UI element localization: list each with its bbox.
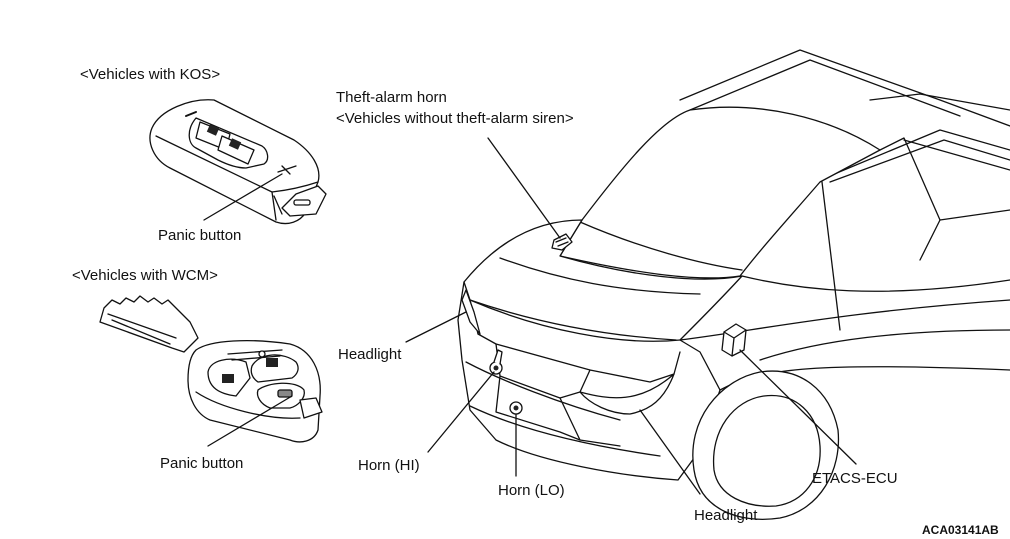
- leader-theft-horn: [487, 137, 561, 239]
- headlight-right-label: Headlight: [694, 507, 758, 524]
- headlight-left-label: Headlight: [338, 346, 402, 363]
- leader-headlight-right: [639, 409, 701, 495]
- leader-headlight-left: [405, 311, 467, 343]
- wcm-section-title: <Vehicles with WCM>: [72, 267, 218, 284]
- leader-panic-kos: [203, 173, 283, 221]
- panic-button-kos-label: Panic button: [158, 227, 242, 244]
- horn-hi-label: Horn (HI): [358, 457, 420, 474]
- etacs-ecu-label: ETACS-ECU: [812, 470, 898, 487]
- wcm-key-icon: [99, 295, 323, 443]
- leader-etacs: [739, 349, 857, 465]
- theft-alarm-horn-condition: <Vehicles without theft-alarm siren>: [336, 110, 574, 127]
- vehicle-icon: [457, 49, 1010, 520]
- leader-horn-hi: [427, 371, 495, 453]
- kos-keyfob-icon: [149, 99, 327, 225]
- horn-lo-label: Horn (LO): [498, 482, 565, 499]
- leader-panic-wcm: [207, 395, 293, 447]
- theft-alarm-horn-label: Theft-alarm horn: [336, 89, 447, 106]
- panic-button-wcm-label: Panic button: [160, 455, 244, 472]
- figure-code: ACA03141AB: [922, 523, 999, 537]
- kos-section-title: <Vehicles with KOS>: [80, 66, 221, 83]
